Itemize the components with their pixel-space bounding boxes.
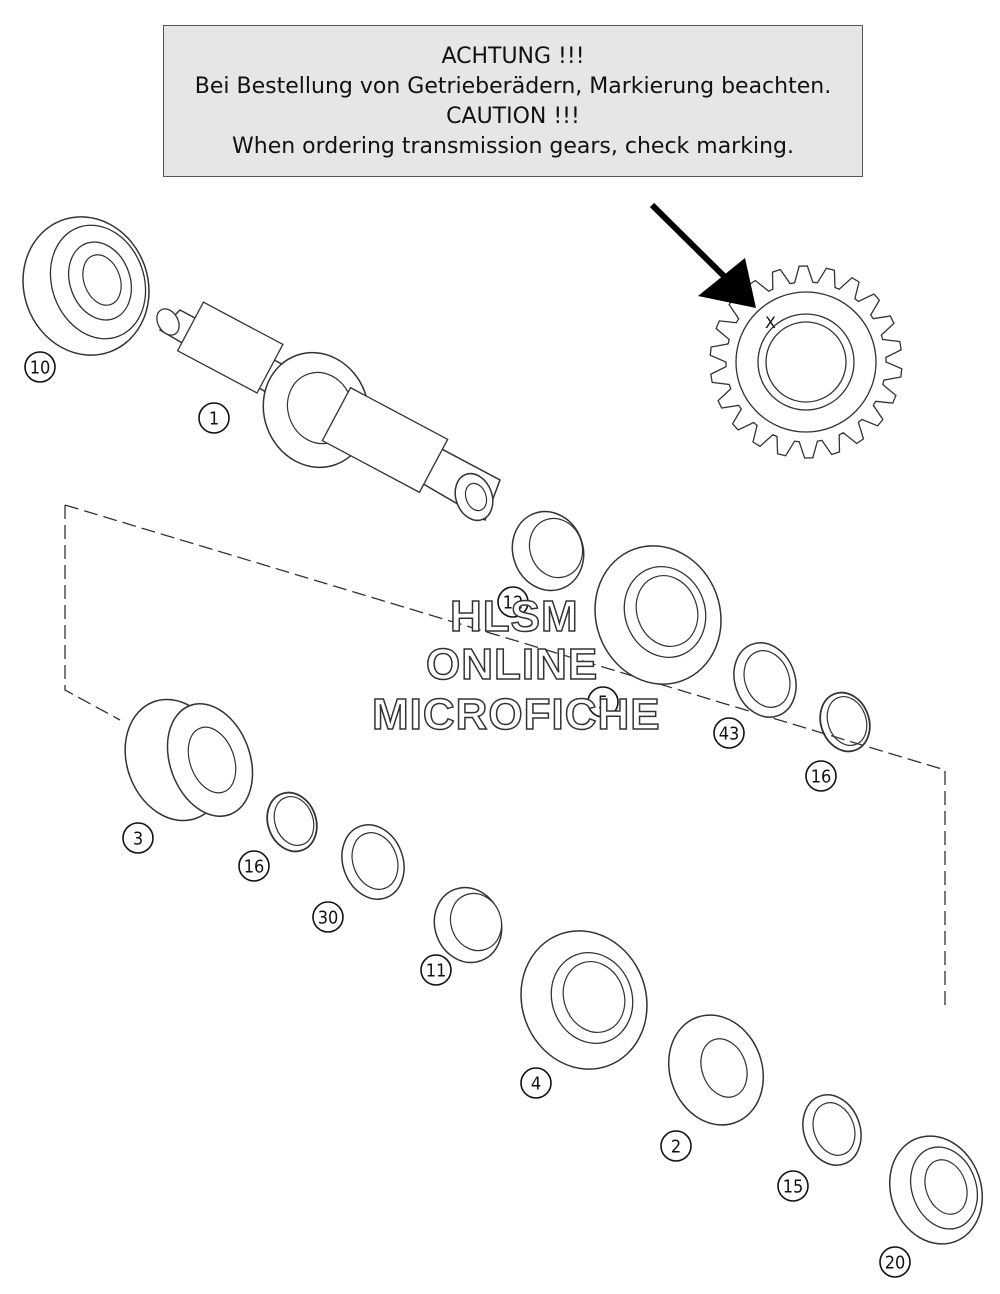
callout-gear-5: 5 [587,686,619,718]
needle-bearing-lower [433,886,503,964]
circlip-left [266,791,318,853]
callout-gear-2: 2 [660,1130,692,1162]
assembly-dashed-outline [64,504,946,1010]
callout-number: 30 [318,908,339,929]
reference-gear-marking: X [709,265,903,459]
callout-needle-bearing-lower: 11 [420,954,452,986]
watermark-line-3: MICROFICHE [371,689,661,740]
callout-circle [238,850,270,882]
callout-circle [24,351,56,383]
caution-notice-box: ACHTUNG !!! Bei Bestellung von Getrieber… [163,25,863,177]
gear-4 [520,930,648,1070]
callout-circle [587,686,619,718]
callout-thrust-washer-30: 30 [312,901,344,933]
callout-number: 12 [503,593,524,614]
callout-number: 16 [811,767,832,788]
callout-circle [420,954,452,986]
notice-line-1: ACHTUNG !!! [441,44,585,69]
callout-circle [497,586,529,618]
marking-symbol: X [765,313,776,332]
watermark-line-2: ONLINE [425,639,599,690]
callout-bearing-top: 10 [24,351,56,383]
callout-number: 1 [209,409,219,430]
callout-circle [660,1130,692,1162]
callout-number: 4 [531,1074,541,1095]
gear-5 [594,545,722,685]
callout-circle [520,1067,552,1099]
callout-circle [805,760,837,792]
main-shaft [156,301,501,522]
callout-washer-15: 15 [777,1170,809,1202]
callout-number: 5 [598,693,608,714]
ball-bearing-bottom [888,1135,984,1245]
notice-line-4: When ordering transmission gears, check … [232,134,794,159]
callout-number: 10 [30,358,51,379]
gear-2 [667,1014,765,1126]
marking-arrow [649,202,756,308]
callout-circle [312,901,344,933]
callout-circlip-left: 16 [238,850,270,882]
callout-number: 43 [719,724,740,745]
part-callouts: 10 1 12 5 43 16 3 16 30 11 4 2 15 20 [24,351,911,1278]
circlip-right [819,691,871,753]
callout-number: 11 [426,961,447,982]
washer-15 [802,1094,862,1166]
notice-line-2: Bei Bestellung von Getrieberädern, Marki… [194,74,832,99]
callout-number: 3 [133,829,143,850]
callout-number: 16 [244,857,265,878]
watermark-line-1: HLSM [449,591,579,642]
thrust-washer-30 [341,824,405,900]
notice-line-3: CAUTION !!! [446,104,580,129]
ball-bearing-top [22,216,150,356]
callout-gear-4: 4 [520,1067,552,1099]
callout-circlip-right: 16 [805,760,837,792]
callout-gear-3: 3 [122,822,154,854]
needle-bearing-upper [511,510,585,592]
callout-circle [777,1170,809,1202]
callout-main-shaft: 1 [198,402,230,434]
callout-circle [122,822,154,854]
gear-3 [124,698,254,822]
assembly-dashed-outline-left [64,505,121,721]
callout-bearing-bottom: 20 [879,1246,911,1278]
callout-number: 2 [671,1137,681,1158]
thrust-washer-43 [733,642,797,718]
callout-circle [879,1246,911,1278]
callout-needle-bearing-upper: 12 [497,586,529,618]
callout-thrust-washer-43: 43 [713,717,745,749]
callout-number: 15 [783,1177,804,1198]
callout-circle [713,717,745,749]
callout-circle [198,402,230,434]
callout-number: 20 [885,1253,906,1274]
